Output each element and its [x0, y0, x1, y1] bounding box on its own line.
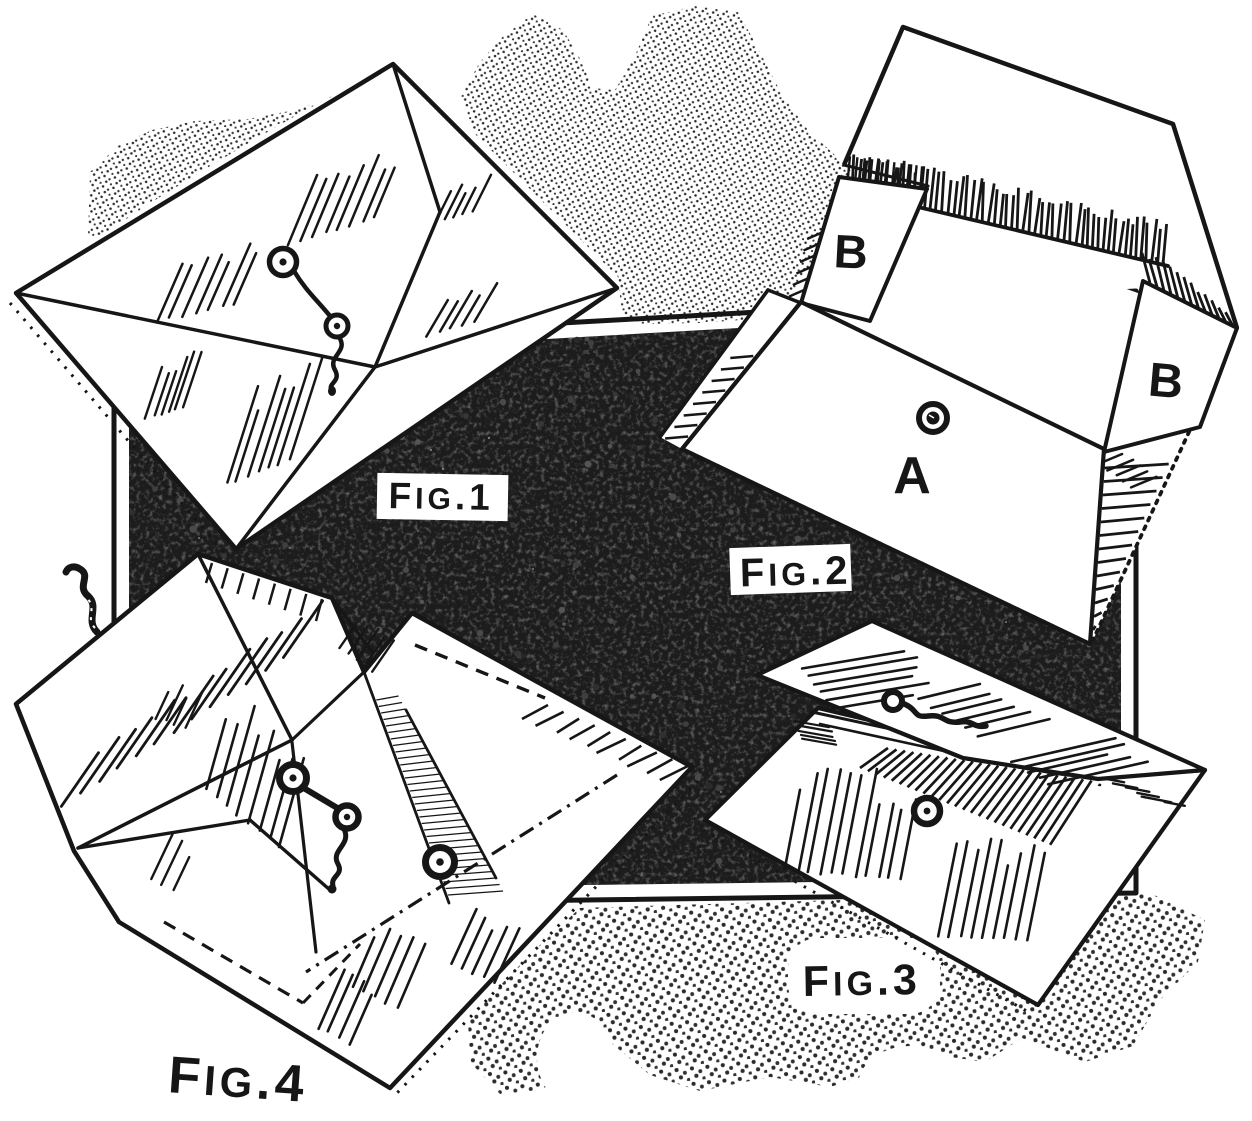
svg-text:FIG.1: FIG.1	[388, 475, 494, 518]
svg-text:B: B	[833, 224, 870, 279]
svg-text:A: A	[893, 447, 931, 505]
svg-text:B: B	[1146, 354, 1185, 410]
svg-text:FIG.3: FIG.3	[802, 956, 921, 1006]
svg-text:FIG.2: FIG.2	[739, 549, 852, 596]
